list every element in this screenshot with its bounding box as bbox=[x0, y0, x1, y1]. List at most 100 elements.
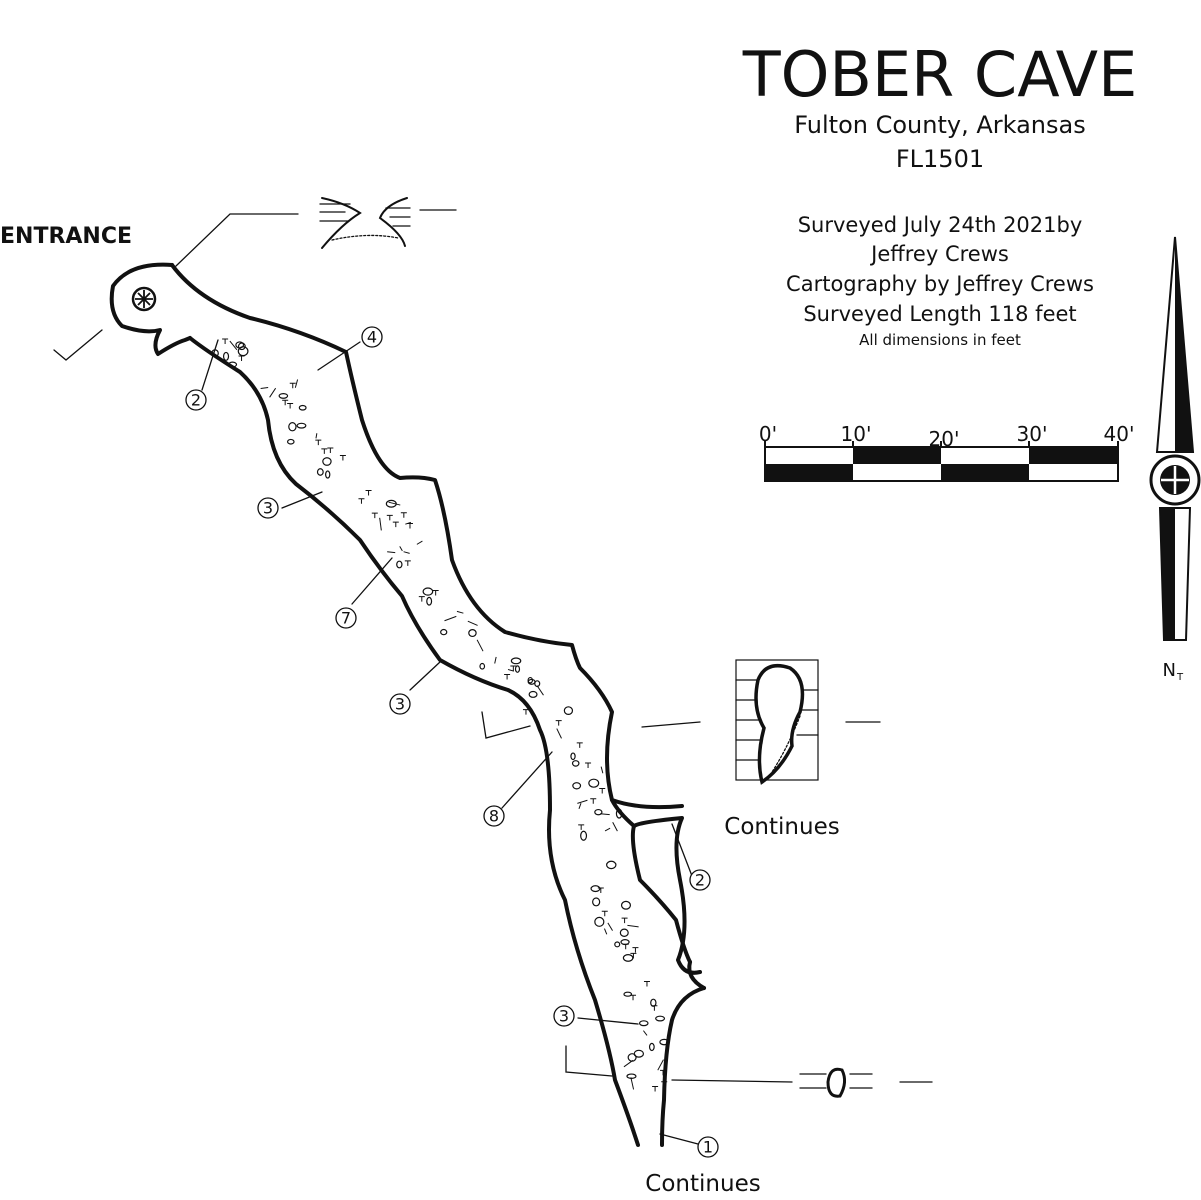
rock-symbol bbox=[316, 468, 324, 476]
rock-symbol bbox=[615, 808, 623, 819]
credit-length: Surveyed Length 118 feet bbox=[803, 302, 1076, 326]
slope-tick bbox=[388, 501, 401, 506]
slope-tick bbox=[416, 540, 423, 545]
rock-symbol bbox=[659, 1038, 670, 1046]
floor-tee bbox=[315, 439, 322, 446]
rock-symbol bbox=[222, 351, 230, 361]
scale-label-20: 20' bbox=[929, 427, 960, 451]
floor-tee bbox=[621, 917, 628, 924]
north-arrow-icon: N T bbox=[1149, 236, 1201, 683]
slope-tick bbox=[556, 728, 562, 739]
rock-symbol bbox=[385, 499, 397, 508]
rock-symbol bbox=[627, 1053, 637, 1062]
scale-bar: 0' 10' 20' 30' 40' bbox=[759, 422, 1134, 482]
slope-tick bbox=[603, 928, 608, 935]
rock-symbol bbox=[623, 991, 633, 997]
floor-tee bbox=[660, 1069, 667, 1076]
floor-tee bbox=[599, 787, 606, 794]
slope-tick bbox=[294, 379, 299, 388]
dimension-marker: 2 bbox=[689, 869, 711, 891]
dimension-marker: 8 bbox=[483, 805, 505, 827]
scale-label-0: 0' bbox=[759, 422, 777, 446]
rock-symbol bbox=[594, 808, 603, 816]
lower-cross-section bbox=[565, 1045, 933, 1098]
continues-label-side: Continues bbox=[724, 814, 839, 840]
dimension-value: 1 bbox=[703, 1138, 713, 1157]
slope-tick bbox=[577, 799, 588, 804]
rock-symbol bbox=[288, 422, 297, 432]
floor-tee bbox=[432, 590, 439, 596]
slope-tick bbox=[657, 1059, 664, 1071]
rock-symbol bbox=[563, 706, 574, 715]
entrance-label: ENTRANCE bbox=[0, 224, 132, 249]
slope-tick bbox=[260, 386, 269, 390]
dimension-value: 4 bbox=[367, 328, 377, 347]
slope-tick bbox=[630, 1077, 635, 1090]
rock-symbol bbox=[278, 393, 289, 399]
floor-tee bbox=[510, 665, 517, 671]
rock-symbol bbox=[592, 897, 601, 907]
floor-tee bbox=[597, 887, 604, 894]
floor-tee bbox=[643, 980, 650, 987]
floor-tee bbox=[358, 498, 365, 504]
floor-tee bbox=[386, 514, 393, 521]
slope-tick bbox=[642, 1030, 648, 1036]
floor-tee bbox=[282, 399, 289, 406]
floor-tee bbox=[504, 674, 511, 680]
floor-tee bbox=[578, 824, 585, 830]
dimension-marker: 4 bbox=[361, 326, 383, 348]
credit-cartography: Cartography by Jeffrey Crews bbox=[786, 272, 1094, 296]
floor-details bbox=[211, 338, 670, 1092]
dimension-value: 3 bbox=[559, 1007, 569, 1026]
floor-tee bbox=[365, 489, 372, 496]
slope-tick bbox=[269, 387, 277, 398]
dimension-value: 3 bbox=[263, 499, 273, 518]
rock-symbol bbox=[396, 560, 403, 569]
slope-tick bbox=[536, 685, 544, 696]
floor-tee bbox=[601, 910, 608, 917]
floor-tee bbox=[576, 742, 583, 748]
floor-tee bbox=[238, 355, 245, 362]
dimension-value: 2 bbox=[191, 391, 201, 410]
rock-symbol bbox=[571, 760, 580, 767]
dimension-value: 3 bbox=[395, 695, 405, 714]
rock-symbol bbox=[296, 422, 307, 429]
slope-tick bbox=[604, 827, 611, 832]
slope-tick bbox=[379, 517, 382, 531]
rock-symbol bbox=[468, 629, 477, 638]
floor-tee bbox=[404, 560, 411, 566]
floor-tee bbox=[622, 943, 629, 950]
map-cave-id: FL1501 bbox=[896, 145, 984, 173]
floor-tee bbox=[522, 709, 529, 715]
slope-tick bbox=[627, 924, 639, 928]
dimension-value: 7 bbox=[341, 609, 351, 628]
rock-symbol bbox=[580, 830, 588, 841]
rock-symbol bbox=[655, 1015, 666, 1022]
rock-symbol bbox=[614, 941, 621, 948]
floor-tee bbox=[632, 947, 639, 953]
slope-tick bbox=[444, 615, 457, 622]
rock-symbol bbox=[422, 587, 434, 596]
rock-symbol bbox=[620, 900, 632, 910]
dimension-value: 2 bbox=[695, 871, 705, 890]
floor-tee bbox=[555, 720, 562, 726]
dimension-marker: 3 bbox=[389, 693, 411, 715]
credit-surveyed: Surveyed July 24th 2021by bbox=[798, 213, 1083, 237]
floor-tee bbox=[321, 448, 328, 454]
rock-symbol bbox=[572, 782, 582, 790]
north-label: N bbox=[1163, 660, 1176, 681]
rock-symbol bbox=[648, 1042, 655, 1052]
rock-symbol bbox=[510, 657, 522, 665]
floor-tee bbox=[222, 338, 229, 345]
map-title: TOBER CAVE bbox=[742, 38, 1138, 111]
floor-tee bbox=[661, 1081, 668, 1087]
dimension-marker: 1 bbox=[697, 1136, 719, 1158]
slope-tick bbox=[600, 766, 604, 774]
slope-tick bbox=[607, 922, 613, 931]
cave-passage bbox=[109, 262, 706, 1147]
slope-tick bbox=[229, 340, 238, 351]
scale-label-30: 30' bbox=[1017, 422, 1048, 446]
mid-cross-section bbox=[641, 659, 881, 785]
slope-tick bbox=[315, 433, 318, 439]
